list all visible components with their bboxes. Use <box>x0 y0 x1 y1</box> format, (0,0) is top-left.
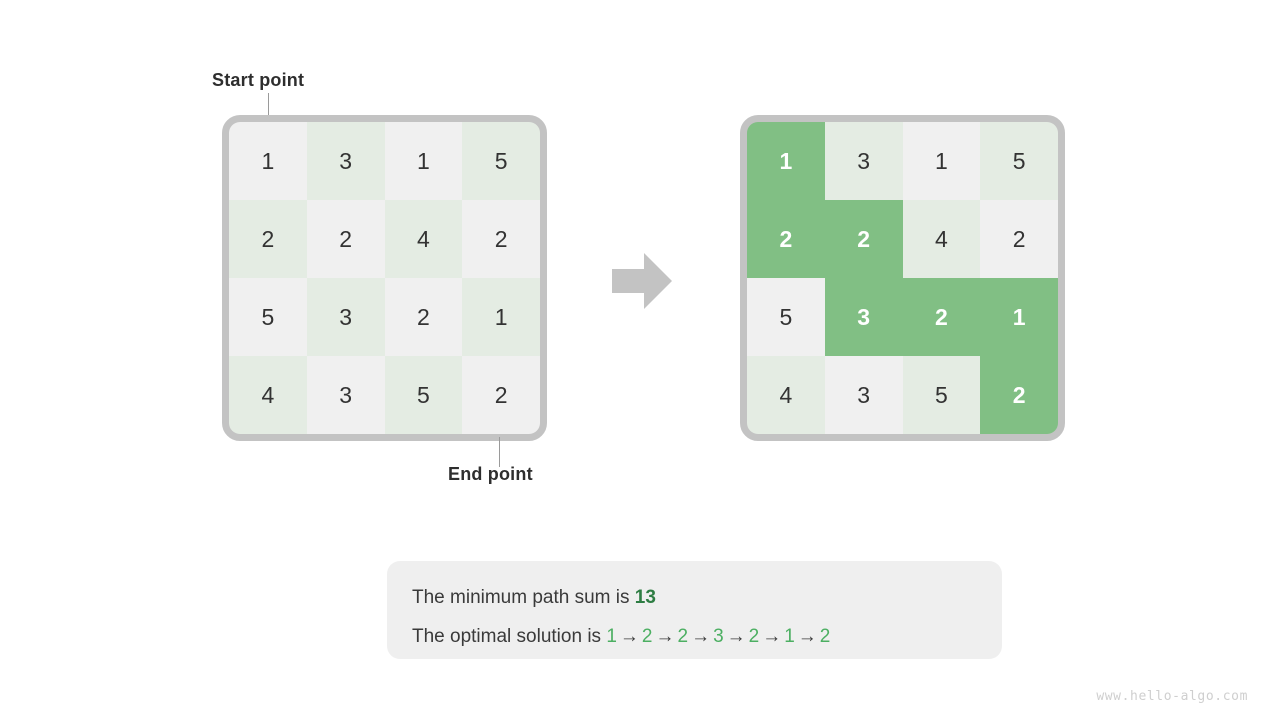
grid-cell: 1 <box>902 122 981 200</box>
grid-cell: 3 <box>824 122 903 200</box>
grid-cell: 3 <box>306 356 385 434</box>
grid-cell: 1 <box>229 122 307 200</box>
grid-cell: 5 <box>462 122 540 200</box>
grid-cell: 4 <box>747 356 825 434</box>
grid-cell: 2 <box>980 200 1058 278</box>
grid-cell: 4 <box>384 200 463 278</box>
grid-cell: 3 <box>306 278 385 356</box>
grid-cell-path: 1 <box>747 122 825 200</box>
path-arrow-glyph: → <box>619 626 639 647</box>
optimal-path-sequence: 1→2→2→3→2→1→2 <box>606 626 830 647</box>
watermark: www.hello-algo.com <box>1096 689 1248 704</box>
grid-cell: 5 <box>747 278 825 356</box>
path-arrow-glyph: → <box>655 626 675 647</box>
optimal-solution-prefix: The optimal solution is <box>412 626 607 647</box>
grid-cell: 5 <box>384 356 463 434</box>
path-arrow-glyph: → <box>762 626 782 647</box>
end-point-label: End point <box>448 464 533 484</box>
min-path-sum-line: The minimum path sum is 13 <box>412 578 1002 617</box>
grid-cell: 2 <box>306 200 385 278</box>
path-step-value: 3 <box>713 626 724 647</box>
caption-box: The minimum path sum is 13 The optimal s… <box>387 561 1002 659</box>
grid-cell: 2 <box>384 278 463 356</box>
path-step-value: 2 <box>748 626 760 647</box>
grid-cell-path: 2 <box>902 278 981 356</box>
grid-cell: 1 <box>462 278 540 356</box>
grid-cell: 5 <box>229 278 307 356</box>
grid-cell-path: 2 <box>824 200 903 278</box>
start-point-label: Start point <box>212 70 305 90</box>
arrow-right-block-icon <box>612 253 672 309</box>
path-arrow-glyph: → <box>726 626 746 647</box>
grid-cell: 5 <box>980 122 1058 200</box>
grid-cell: 3 <box>306 122 385 200</box>
path-step-value: 2 <box>641 626 653 647</box>
min-path-sum-prefix: The minimum path sum is <box>412 587 635 608</box>
grid-cell: 2 <box>462 200 540 278</box>
grid-cell-path: 3 <box>824 278 903 356</box>
grid-cell-path: 2 <box>747 200 825 278</box>
path-step-value: 2 <box>677 626 689 647</box>
grid-cell: 2 <box>229 200 307 278</box>
optimal-solution-line: The optimal solution is 1→2→2→3→2→1→2 <box>412 617 1002 656</box>
grid-cell: 5 <box>902 356 981 434</box>
min-path-sum-value: 13 <box>634 587 656 608</box>
grid-cell: 4 <box>902 200 981 278</box>
path-arrow-glyph: → <box>691 626 711 647</box>
path-arrow-glyph: → <box>797 626 817 647</box>
grid-cell: 2 <box>462 356 540 434</box>
grid-cell: 4 <box>229 356 307 434</box>
path-step-value: 2 <box>819 626 831 647</box>
path-step-value: 1 <box>606 626 617 647</box>
grid-cell-path: 2 <box>980 356 1058 434</box>
grid-cell: 3 <box>824 356 903 434</box>
grid-cell: 1 <box>384 122 463 200</box>
path-step-value: 1 <box>784 626 795 647</box>
grid-cell-path: 1 <box>980 278 1058 356</box>
end-point-leader-line <box>499 437 500 467</box>
